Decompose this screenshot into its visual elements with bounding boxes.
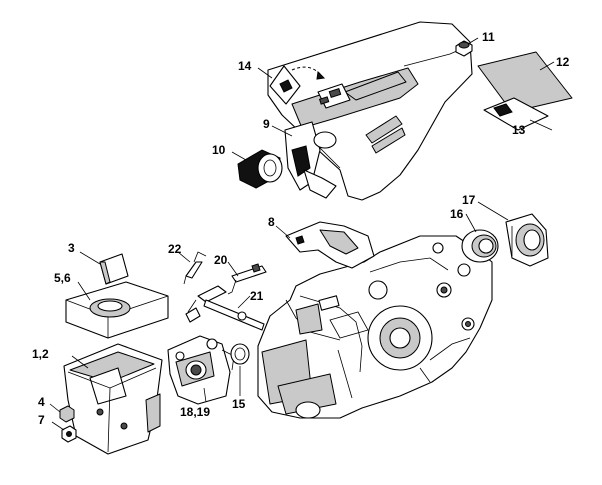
part-carburetor [167,335,235,405]
label-part-21: 21 [250,289,264,303]
part-manifold-17 [505,213,549,267]
label-part-11: 11 [482,30,495,44]
label-part-14: 14 [238,59,252,73]
part-cup-3 [99,253,129,285]
part-engine-housing [257,235,493,419]
leader-lines [49,37,555,431]
label-part-12: 12 [556,55,570,69]
part-carb-box [63,343,163,455]
label-part-7: 7 [38,413,45,427]
part-shaft-21 [185,285,265,331]
part-ring-16 [461,229,499,263]
label-part-3: 3 [68,241,75,255]
label-part-13: 13 [512,123,526,137]
part-ring-15 [230,343,250,365]
part-air-filter [65,281,169,339]
label-part-8: 8 [268,215,275,229]
part-rod-22 [183,251,207,285]
part-shroud-cover [267,21,473,201]
label-part-1-2: 1,2 [32,347,49,361]
label-part-15: 15 [232,397,246,411]
part-plate-13 [483,97,549,131]
part-decal-14 [269,65,326,105]
label-part-20: 20 [214,253,228,267]
label-part-17: 17 [462,193,476,207]
part-decal-12 [477,51,573,113]
part-screw-11 [455,40,473,57]
label-part-5-6: 5,6 [54,271,71,285]
label-part-16: 16 [450,207,464,221]
label-part-4: 4 [38,395,45,409]
label-part-10: 10 [212,143,226,157]
part-nut-7 [61,425,77,443]
part-nut-4 [59,405,75,423]
part-knob [237,149,283,189]
callout-labels: 11 12 13 14 9 10 8 17 16 3 5,6 22 20 21 … [32,30,570,427]
part-baffle-8 [285,221,375,269]
label-part-22: 22 [168,242,182,256]
label-part-18-19: 18,19 [180,405,210,419]
label-part-9: 9 [263,117,270,131]
part-linkage-20 [227,263,267,295]
